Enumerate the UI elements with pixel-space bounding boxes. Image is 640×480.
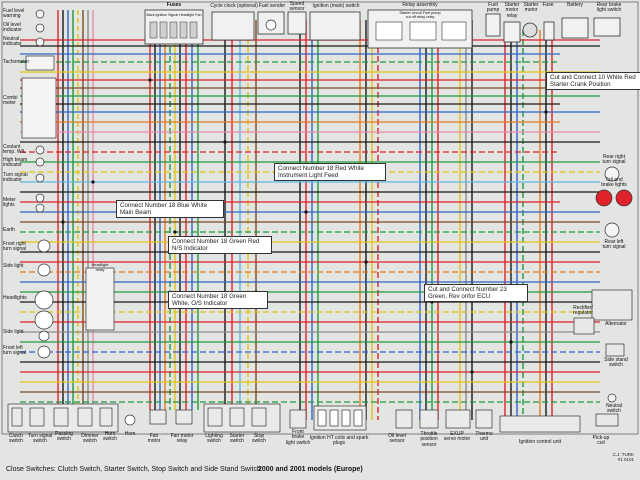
stop-switch-label: Stop switch [252, 433, 266, 445]
ignition-coils-label: Ignition HT coils and spark plugs [309, 435, 369, 447]
alternator-label: Alternator [605, 321, 627, 327]
fuel-sender-label: Fuel sender [258, 3, 286, 9]
lighting-switch-label: Lighting switch [205, 433, 223, 445]
relay-assembly-label: Relay assembly [402, 2, 438, 8]
close-switches-caption: Close Switches: Clutch Switch, Starter S… [6, 466, 261, 473]
clutch-switch-label: Clutch switch [8, 433, 24, 445]
rectifier-label: Rectifier/ regulator [573, 305, 593, 317]
cycle-clock-label: Cycle clock (optional) [210, 3, 258, 9]
front-brake-switch-label: Front brake light switch [285, 429, 311, 446]
dimmer-switch-label: Dimmer switch [81, 433, 99, 445]
rear-right-turn-label: Rear right turn signal [602, 154, 626, 166]
horizontal-wires [20, 39, 600, 403]
combi-meter-label: Combi meter [3, 95, 18, 107]
pickup-coil-label: Pick-up coil [592, 435, 610, 447]
turn-signal-indicator-label: Turn signal indicator [3, 172, 28, 184]
relay-sub-label: Starter circuit Fuel pump cut off relay … [399, 11, 441, 20]
ignition-control-label: Ignition control unit [519, 439, 561, 445]
neutral-switch-label: Neutral switch [605, 403, 623, 415]
front-lights [34, 239, 54, 359]
starter-switch-label: Starter switch [229, 433, 245, 445]
coolant-temp-label: Coolant temp. W/L [3, 144, 26, 156]
top-components [144, 9, 621, 49]
note-ecu: Cut and Connect Number 23 Green, Rev ori… [424, 284, 528, 302]
junction-dots [61, 78, 548, 374]
tail-brake-label: Tail and brake lights [601, 177, 627, 189]
neutral-indicator-label: Neutral indicator [3, 36, 22, 48]
tachometer-label: Tachometer [3, 59, 30, 65]
front-right-turn-label: Front right turn signal [3, 241, 27, 253]
exup-label: EXUP servo motor [443, 431, 471, 443]
meter-lights-label: Meter lights [3, 197, 16, 209]
vertical-wires [57, 10, 553, 430]
oil-level-sensor-label: Oil level sensor [388, 433, 406, 445]
side-stand-switch-label: Side stand switch [604, 357, 628, 369]
rear-brake-switch-label: Rear brake light switch [596, 2, 622, 14]
thermo-unit-label: Thermo unit [475, 431, 493, 443]
horn-switch-label: Horn switch [103, 431, 117, 443]
note-main-beam: Connect Number 18 Blue White Main Beam [116, 200, 224, 218]
speed-sensor-label: Speed sensor [289, 1, 305, 13]
side-light-bottom-label: Side light [3, 329, 24, 335]
front-left-turn-label: Front left turn signal [3, 345, 27, 357]
headlight-relay-label: Headlight relay [91, 262, 109, 273]
left-indicators [21, 9, 57, 213]
bottom-components [7, 403, 581, 433]
fuse-main-label: Fuse [542, 2, 554, 8]
turn-signal-switch-label: Turn signal switch [27, 433, 53, 445]
starter-motor-label: Starter motor [523, 2, 539, 14]
fan-motor-label: Fan motor [147, 433, 161, 445]
throttle-sensor-label: Throttle position sensor [420, 431, 438, 448]
side-light-top-label: Side light [3, 263, 24, 269]
fuel-level-warning-label: Fuel level warning [3, 8, 25, 20]
note-instrument-light: Connect Number 18 Red White Instrument L… [274, 163, 386, 181]
earth-label: Earth [3, 227, 15, 233]
note-starter-crank: Cut and Connect 10 White Red Starter Cra… [546, 72, 640, 90]
starter-motor-relay-label: Starter motor relay [504, 2, 520, 19]
fuses-label: Fuses [166, 2, 182, 8]
credit-stamp: C.J. TURK #1 0101 [612, 452, 634, 462]
horn-label: Horn [124, 431, 136, 437]
battery-label: Battery [567, 2, 583, 8]
models-caption: 2000 and 2001 models (Europe) [258, 466, 363, 473]
passing-switch-label: Passing switch [55, 431, 73, 443]
headlights-label: Headlights [3, 295, 27, 301]
note-ns-indicator: Connect Number 18 Green Red N/S Indicato… [168, 236, 272, 254]
fuel-pump-label: Fuel pump [486, 2, 500, 14]
fan-relay-label: Fan motor relay [170, 433, 194, 445]
ignition-switch-label: Ignition (main) switch [312, 3, 360, 9]
rear-left-turn-label: Rear left turn signal [602, 239, 626, 251]
oil-level-indicator-label: Oil level indicator [3, 22, 22, 34]
headlight-relay-box [85, 267, 115, 331]
fuses-sub-label: Back Ignition Signal Headlight Fan [146, 13, 202, 17]
high-beam-indicator-label: High beam indicator [3, 157, 28, 169]
rear-lights [573, 166, 633, 427]
note-os-indicator: Connect Number 18 Green White, O/S Indic… [168, 291, 268, 309]
